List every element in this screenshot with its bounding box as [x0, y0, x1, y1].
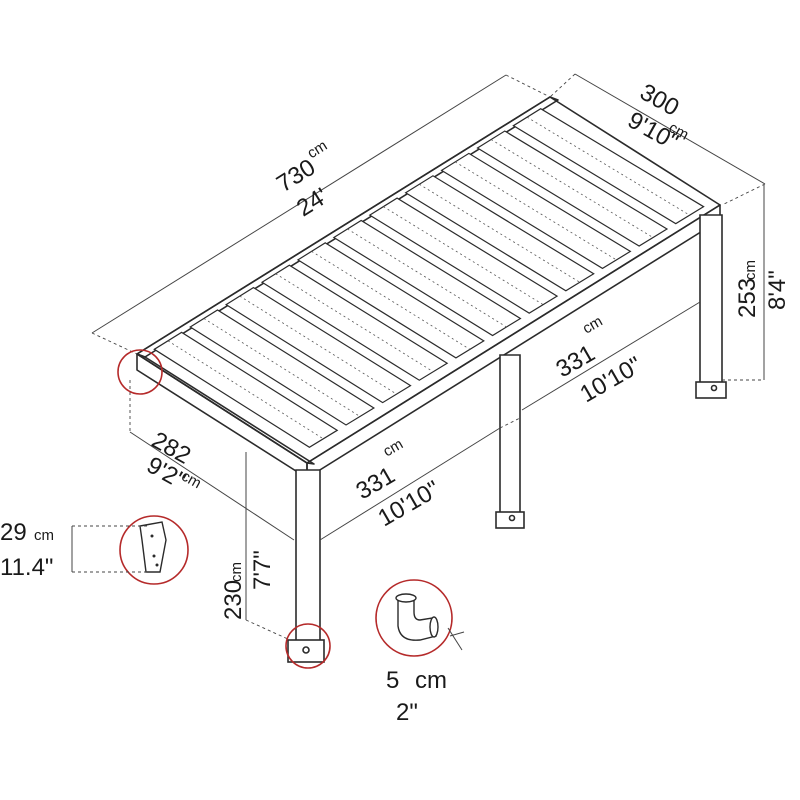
gutter-bracket-imperial: 11.4" — [0, 554, 53, 581]
post-front-middle-bolt — [508, 514, 516, 522]
dimension-post-spacing-rear: 331 cm 10'10" — [521, 301, 701, 411]
dim-line-side-depth — [129, 431, 295, 541]
dim-line-length — [91, 74, 507, 334]
post-front-left — [295, 469, 321, 651]
post-front-middle — [499, 354, 521, 521]
front-height-imperial: 7'7" — [249, 550, 276, 590]
rear-height-cm-unit: cm — [742, 260, 759, 280]
downpipe-imperial: 2" — [396, 699, 418, 726]
callout-gutter-bracket — [119, 515, 189, 585]
roof — [136, 96, 721, 479]
roof-panel-rib — [275, 273, 434, 373]
callout-corner-bracket — [117, 349, 163, 395]
gutter-bracket-detail: 29 cm 11.4" — [0, 515, 189, 585]
post-spacing-rear-cm-unit: cm — [580, 313, 606, 338]
post-front-left-bolt — [302, 646, 310, 654]
gutter-bracket-icon — [139, 521, 167, 573]
roof-panel-rib — [167, 340, 324, 440]
dim-line-width — [574, 73, 766, 185]
downpipe-detail: 5 cm 2" — [375, 579, 465, 726]
post-front-right — [699, 214, 723, 391]
roof-panel — [404, 175, 595, 292]
dimension-rear-height: 253 cm 8'4" — [722, 185, 791, 381]
roof-panel-rib — [526, 116, 690, 216]
roof-panel-rib — [203, 318, 361, 417]
roof-panel-rib — [239, 295, 397, 395]
rear-height-imperial: 8'4" — [764, 270, 791, 310]
dimension-front-height: 230 cm 7'7" — [220, 452, 291, 641]
post-front-right-foot — [695, 381, 727, 399]
front-height-cm-value: 230 — [220, 580, 247, 620]
roof-panel-rib — [419, 183, 580, 283]
roof-panel-rib — [311, 251, 471, 350]
callout-downpipe — [375, 579, 453, 657]
roof-panel — [440, 152, 632, 270]
post-spacing-front-cm-unit: cm — [380, 436, 406, 461]
roof-panels — [153, 107, 705, 449]
dim-line-post-spacing-rear — [521, 301, 701, 411]
roof-left-beam — [136, 353, 315, 465]
downpipe-cm-value: 5 — [386, 667, 399, 694]
rear-height-cm-value: 253 — [734, 278, 761, 318]
gutter-bracket-cm-unit: cm — [34, 527, 54, 544]
roof-panel-rib — [490, 139, 654, 238]
dim-line-post-spacing-front — [319, 427, 501, 541]
downpipe-cm-unit: cm — [415, 667, 447, 694]
roof-panel-rib — [383, 206, 544, 305]
roof-panel — [260, 264, 449, 381]
roof-panel — [296, 242, 485, 359]
downpipe-elbow-icon — [397, 599, 437, 641]
post-front-right-bolt — [710, 384, 718, 392]
roof-panel — [332, 219, 522, 337]
roof-panel-rib — [455, 161, 617, 261]
gutter-bracket-cm-value: 29 — [0, 519, 27, 546]
roof-panel-rib — [347, 228, 507, 328]
posts — [287, 214, 727, 663]
callout-post-foot — [285, 623, 331, 669]
roof-panel — [368, 197, 559, 314]
front-height-cm-unit: cm — [228, 562, 245, 582]
